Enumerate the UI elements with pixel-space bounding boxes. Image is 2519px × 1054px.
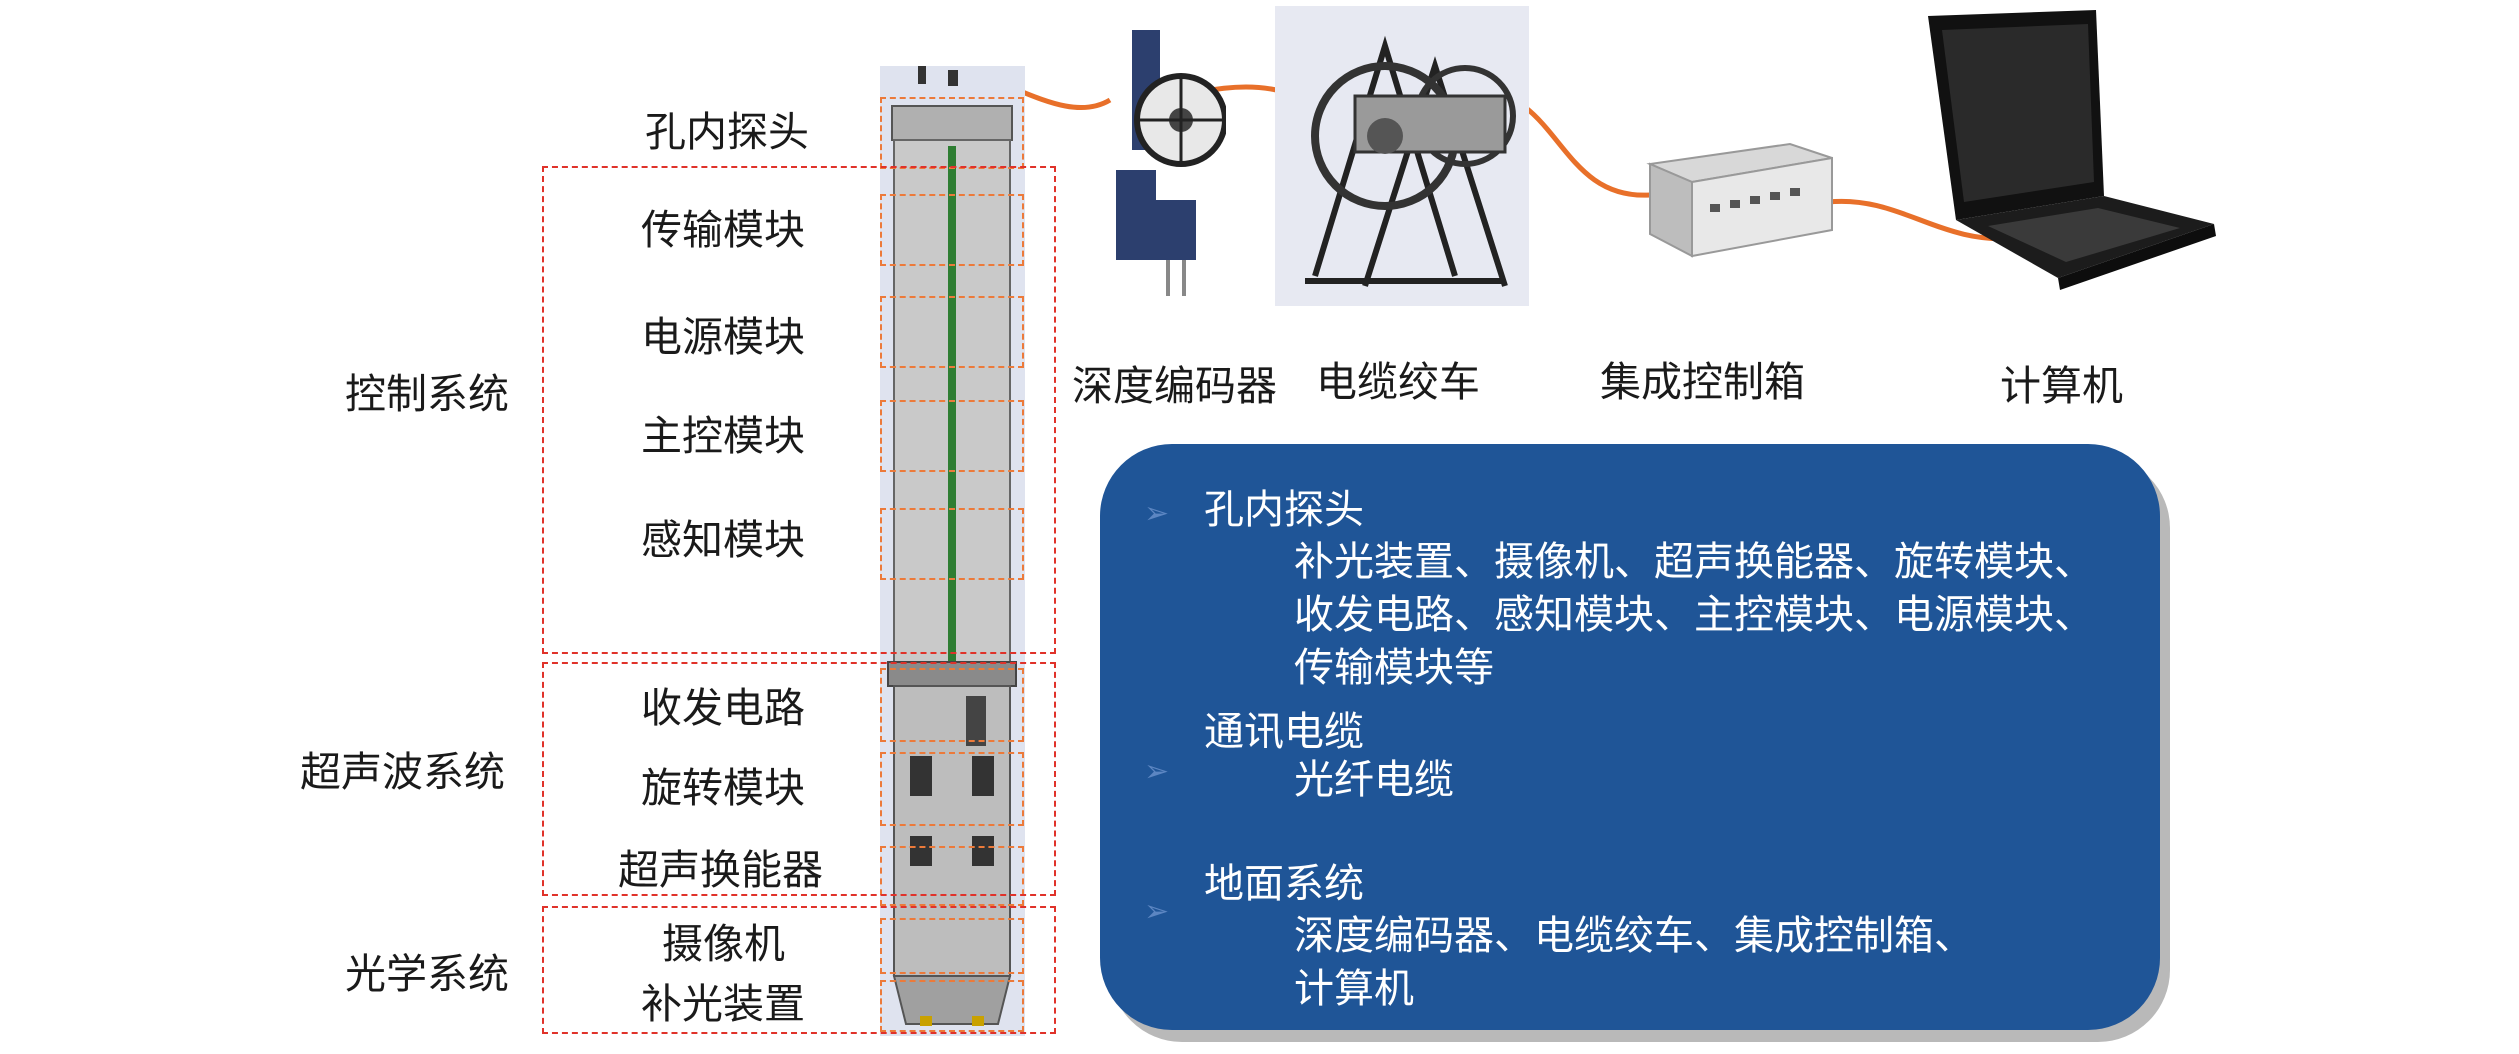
box-ultrasonic-system [542, 662, 1056, 896]
box-main-control [880, 400, 1024, 472]
label-transducer: 超声换能器 [618, 846, 823, 894]
label-transceiver: 收发电路 [641, 684, 805, 732]
control-box-image [1646, 142, 1833, 258]
arrow-bullet-icon: ➢ [1144, 496, 1170, 531]
label-rotation: 旋转模块 [641, 764, 805, 812]
panel-item-heading: 地面系统 [1204, 861, 1364, 907]
summary-panel: ➢ 孔内探头 补光装置、摄像机、超声换能器、旋转模块、 收发电路、感知模块、主控… [1100, 444, 2160, 1030]
label-probe: 孔内探头 [645, 108, 809, 156]
label-ultrasonic-system: 超声波系统 [300, 748, 505, 796]
box-sensing [880, 508, 1024, 580]
box-transceiver [880, 668, 1024, 742]
panel-item-line: 补光装置、摄像机、超声换能器、旋转模块、 [1294, 539, 2094, 585]
label-depth-encoder: 深度编码器 [1072, 362, 1277, 410]
panel-item-heading: 通讯电缆 [1204, 709, 1364, 755]
label-fill-light: 补光装置 [641, 980, 805, 1028]
label-cable-winch: 电缆绞车 [1316, 358, 1480, 406]
label-control-system: 控制系统 [345, 370, 509, 418]
label-computer: 计算机 [2000, 362, 2123, 410]
box-probe-head [880, 97, 1024, 169]
box-optical-system [542, 906, 1056, 1034]
box-transmission [880, 194, 1024, 266]
label-power: 电源模块 [641, 313, 805, 361]
depth-encoder-image [1116, 30, 1226, 296]
box-control-system [542, 166, 1056, 654]
box-power [880, 296, 1024, 368]
label-optical-system: 光学系统 [345, 950, 509, 998]
label-main-control: 主控模块 [641, 412, 805, 460]
panel-item-line: 传输模块等 [1294, 645, 1494, 691]
borehole-probe-drawing [880, 66, 1025, 1036]
panel-item-line: 深度编码器、电缆绞车、集成控制箱、 [1294, 913, 1974, 959]
arrow-bullet-icon: ➢ [1144, 894, 1170, 929]
label-transmission: 传输模块 [641, 206, 805, 254]
box-rotation [880, 752, 1024, 826]
panel-item-line: 计算机 [1294, 966, 1414, 1012]
box-transducer [880, 846, 1024, 906]
label-control-box: 集成控制箱 [1600, 358, 1805, 406]
computer-image [1928, 10, 2216, 290]
box-camera [880, 918, 1024, 974]
box-fill-light [880, 980, 1024, 1032]
panel-item-line: 收发电路、感知模块、主控模块、电源模块、 [1294, 592, 2094, 638]
panel-item-line: 光纤电缆 [1294, 757, 1454, 803]
arrow-bullet-icon: ➢ [1144, 754, 1170, 789]
label-sensing: 感知模块 [641, 516, 805, 564]
panel-item-heading: 孔内探头 [1204, 487, 1364, 533]
label-camera: 摄像机 [662, 920, 785, 968]
cable-winch-image [1275, 6, 1529, 306]
